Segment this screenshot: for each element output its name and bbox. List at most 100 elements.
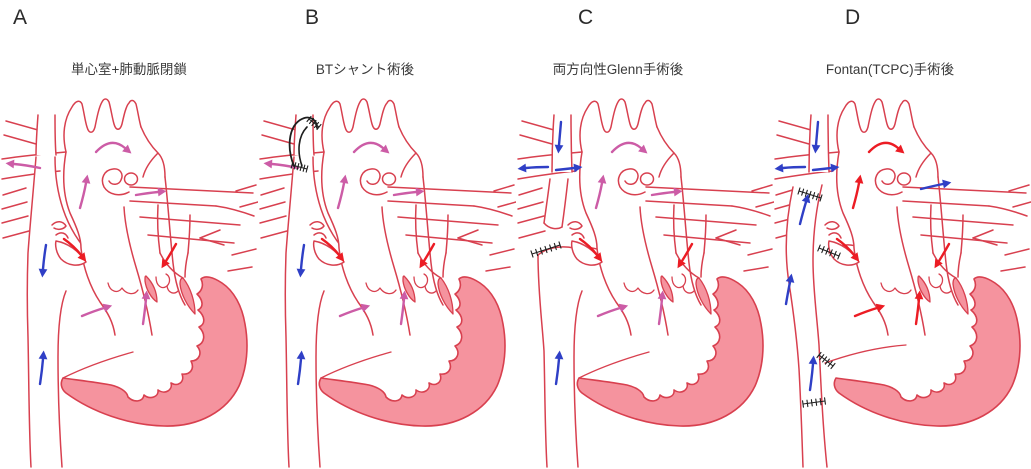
bt-shunt-suture-tick	[293, 162, 297, 170]
pulmonary-vein	[743, 266, 769, 272]
arrowhead-svc-down	[38, 268, 48, 278]
aortic-arch-right-edge	[398, 126, 424, 178]
arrowhead-svc-upper-down	[811, 144, 821, 154]
lung-vessel-left	[497, 201, 516, 208]
svc-stump-suture-tick	[539, 247, 543, 255]
arrow-svc-down	[299, 243, 306, 271]
left-pulmonary-artery	[645, 200, 733, 207]
atrium-ivc-left-edge	[537, 254, 548, 468]
conduit-right-edge	[812, 184, 828, 468]
panel-title: 単心室+肺動脈閉鎖	[71, 62, 187, 77]
arrowhead-conduit-up-high	[801, 193, 811, 204]
lung-vessel-right	[259, 201, 286, 210]
lung-vessel-left	[755, 201, 774, 208]
atrium-suture-tick	[825, 247, 829, 255]
arrow-left-pa-right	[134, 190, 160, 197]
fontan-conduit	[786, 185, 827, 467]
arrow-svc-upper-down	[814, 120, 820, 147]
arrow-ascending-aorta-up	[594, 181, 604, 210]
atrium-suture-tick	[837, 252, 841, 260]
arrow-aortic-arch-curl	[867, 141, 900, 154]
single-ventricle-wall	[576, 276, 764, 427]
lung-vessel-right	[259, 215, 287, 224]
arrowhead-right-pa-left	[5, 159, 15, 169]
panel-letter: D	[845, 6, 861, 29]
left-pulmonary-artery	[129, 186, 254, 194]
superior-vena-cava	[552, 115, 572, 172]
lung-vessel-right	[1, 215, 29, 224]
av-valve-leaflet	[402, 275, 416, 303]
left-atrium-outline	[414, 204, 419, 254]
pulmonary-vein	[457, 237, 483, 246]
glenn-anastomosis-suture-tick	[801, 188, 805, 196]
arrow-glenn-right	[554, 166, 576, 172]
heart-diagram	[774, 98, 1031, 468]
bt-shunt-suture-tick	[302, 164, 306, 172]
arrowhead-svc-upper-down	[554, 144, 564, 154]
papillary-muscle	[365, 282, 397, 295]
arrow-conduit-up-low	[808, 362, 815, 392]
arrowhead-aortic-arch-curl	[895, 144, 905, 154]
panel-letter: A	[13, 6, 28, 29]
arrowhead-ascending-aorta-up	[339, 174, 349, 184]
aortic-arch-inner-edge	[915, 152, 932, 178]
arrow-ivc-up	[296, 357, 303, 386]
pulmonary-vein	[405, 234, 493, 244]
panel-title: BTシャント術後	[315, 62, 415, 77]
pulmonary-vein	[663, 234, 751, 244]
bt-shunt-suture-tick	[290, 161, 294, 169]
lung-vessel-right	[517, 201, 544, 210]
arrowhead-ivc-up	[554, 350, 564, 360]
aortic-arch-branches	[63, 98, 142, 153]
atrial-appendage-lobe	[313, 232, 327, 239]
ivc-right-edge	[57, 290, 67, 468]
bt-shunt-suture-tick	[306, 115, 312, 123]
conduit-upper-suture-tick	[822, 356, 828, 363]
left-pulmonary-artery	[387, 186, 512, 194]
bt-shunt-suture-tick	[296, 162, 300, 171]
innominate-vein	[778, 120, 812, 131]
papillary-muscle	[155, 273, 171, 289]
left-pulmonary-artery	[387, 200, 475, 207]
glenn-anastomosis-suture-tick	[797, 187, 801, 195]
aorta-right-edge	[639, 206, 669, 336]
svc-ivc-left-edge	[26, 156, 37, 468]
svc-left-edge	[551, 114, 555, 173]
pulmonary-vein	[1000, 266, 1026, 272]
atrial-appendage	[827, 240, 860, 266]
atrial-appendage-lobe	[55, 232, 69, 239]
panel-c: C 両方向性Glenn手術後	[516, 0, 774, 469]
panel-letter: B	[305, 6, 320, 29]
atrium-suture-tick	[821, 246, 825, 254]
right-pulmonary-artery	[517, 170, 577, 180]
right-pulmonary-artery	[517, 151, 583, 160]
innominate-vein	[3, 134, 37, 145]
panel-d: D Fontan(TCPC)手術後	[773, 0, 1031, 469]
bt-shunt-suture-tick	[299, 163, 303, 172]
ductus-stump	[123, 172, 139, 186]
arrowhead-pulm-vein-right-in	[335, 252, 345, 262]
arrow-av-inflow-right	[853, 306, 879, 318]
glenn-anastomosis-suture-tick	[819, 194, 823, 202]
descending-aorta	[937, 176, 959, 306]
conduit-left-edge	[785, 186, 804, 468]
papillary-muscle	[682, 285, 695, 294]
pulmonary-vein	[747, 248, 773, 256]
heart-diagram	[259, 98, 516, 468]
left-atrium-outline	[960, 214, 964, 254]
pulmonary-vein	[715, 229, 737, 239]
arrowhead-conduit-up-low	[808, 355, 818, 365]
left-atrium-outline	[159, 252, 184, 279]
pulmonary-vein	[231, 248, 257, 256]
atretic-pulmonary-trunk	[617, 168, 646, 196]
av-valve-leaflet	[179, 277, 196, 315]
arrowhead-left-pa-right	[415, 187, 425, 197]
arrow-svc-upper-down	[557, 120, 563, 147]
svc-right-edge	[570, 114, 573, 173]
innominate-vein	[521, 120, 555, 131]
svc-stump-suture-tick	[549, 244, 553, 252]
arrow-pulm-vein-right-in	[320, 237, 341, 257]
arrowhead-right-pa-left	[263, 159, 273, 169]
descending-aorta	[422, 176, 444, 306]
